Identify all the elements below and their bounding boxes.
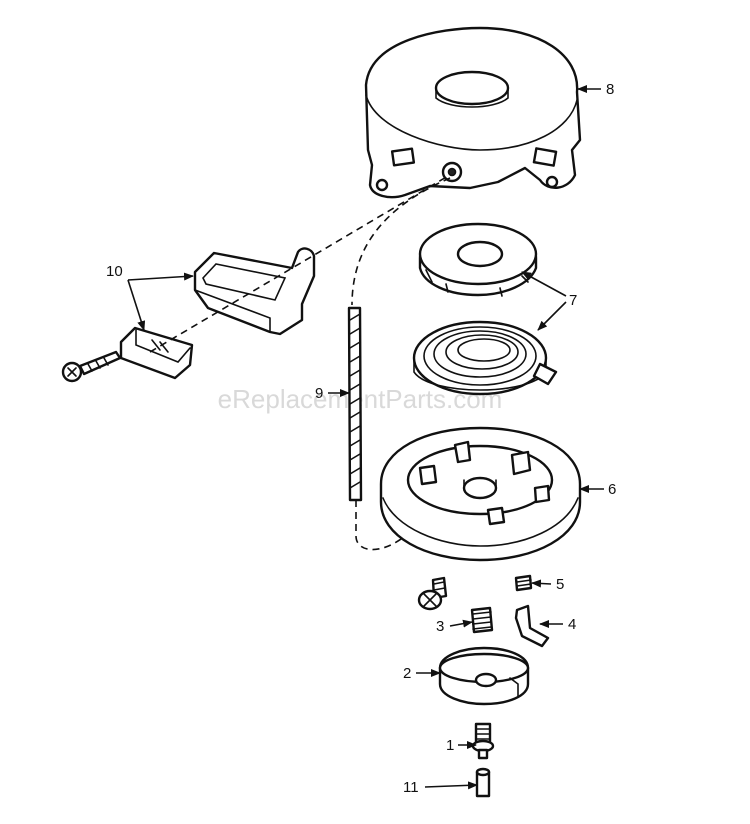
leader-lines — [127, 85, 604, 790]
callout-8: 8 — [606, 81, 614, 98]
brake-cup — [438, 646, 530, 706]
callout-11: 11 — [403, 779, 419, 796]
handle-screw — [61, 350, 122, 383]
pawl-spring — [470, 606, 494, 634]
pawl — [514, 604, 550, 648]
starter-rope — [347, 306, 363, 502]
callout-10: 10 — [106, 263, 123, 280]
callout-1: 1 — [446, 737, 454, 754]
rope-pulley — [379, 426, 582, 562]
starter-handle — [193, 247, 316, 336]
callout-4: 4 — [568, 616, 576, 633]
ratchet-pawl-retainer — [417, 576, 448, 611]
starter-housing — [364, 26, 582, 199]
callout-7: 7 — [569, 292, 577, 309]
center-screw — [471, 722, 495, 760]
callout-5: 5 — [556, 576, 564, 593]
roll-pin — [475, 767, 491, 798]
brake-spring-small — [514, 574, 533, 592]
callout-6: 6 — [608, 481, 616, 498]
callout-2: 2 — [403, 665, 411, 682]
handle-insert — [119, 326, 194, 380]
recoil-spring — [412, 320, 558, 396]
rope-path-handle — [149, 175, 449, 353]
callout-9: 9 — [315, 385, 323, 402]
callout-3: 3 — [436, 618, 444, 635]
spring-cup — [418, 222, 538, 297]
rope-path-pulley — [351, 177, 451, 551]
